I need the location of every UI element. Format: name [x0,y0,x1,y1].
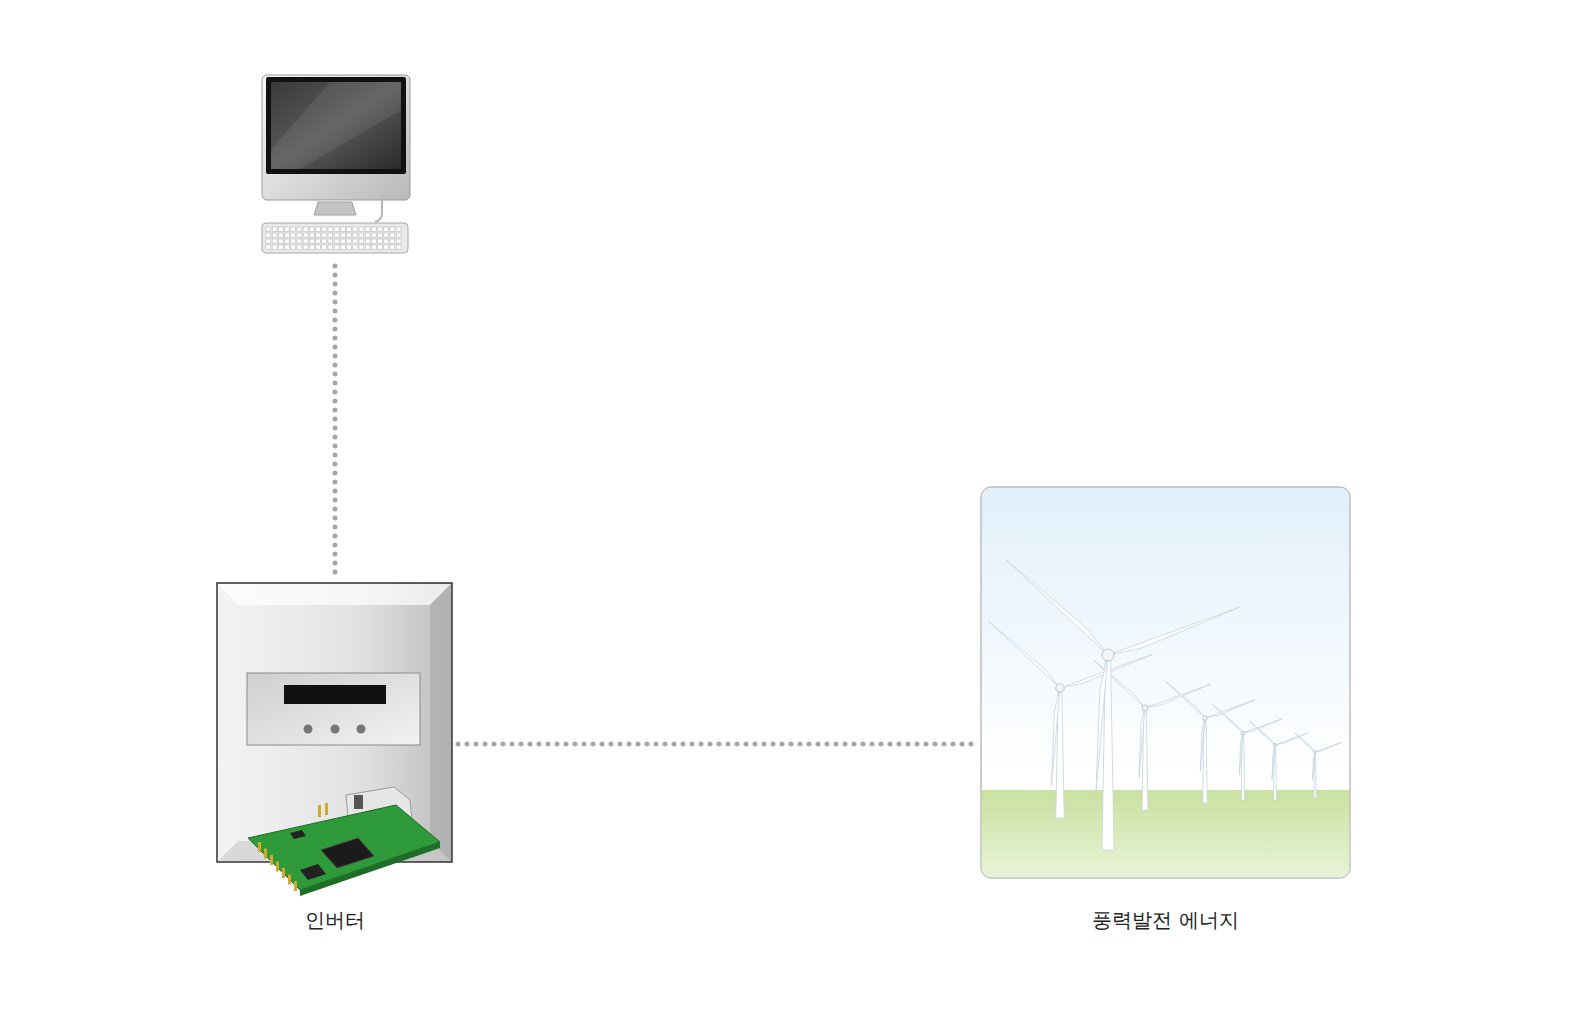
dotted-connector [458,742,974,747]
node-label: 풍력발전 에너지 [1088,907,1242,933]
node-label: 인버터 [301,907,369,933]
circuit-board [248,787,440,896]
wind-energy-node: 풍력발전 에너지 [980,486,1351,933]
inverter-node: 인버터 [217,583,452,933]
wind-farm-picture [981,487,1350,878]
dotted-wire [333,266,338,578]
computer-icon [262,75,410,253]
